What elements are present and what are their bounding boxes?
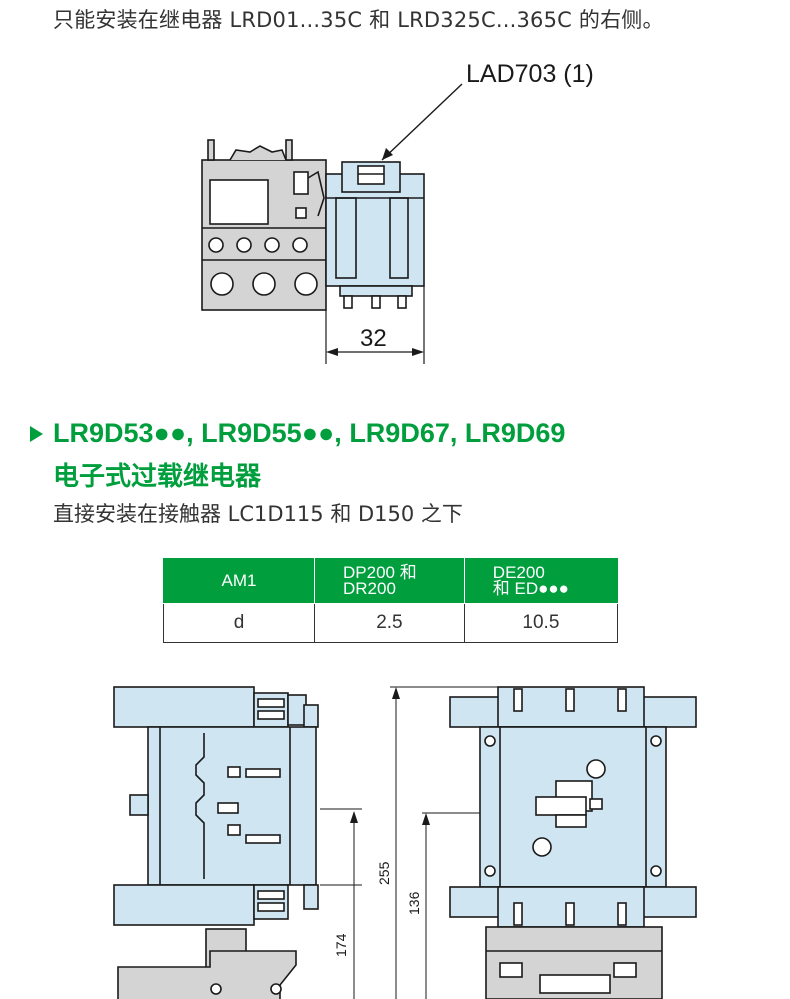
intro-text: 只能安装在继电器 LRD01...35C 和 LRD325C...365C 的右… xyxy=(53,8,664,32)
callout-label: LAD703 (1) xyxy=(466,60,594,88)
table-cell: 10.5 xyxy=(463,603,619,643)
section-subtitle: 电子式过载继电器 xyxy=(53,462,262,492)
lad703-mounting-figure: LAD703 (1) 32 xyxy=(201,60,594,364)
table-row: d 2.5 10.5 xyxy=(163,603,619,643)
dimension-136: 136 xyxy=(406,891,422,915)
table-cell: 2.5 xyxy=(314,603,465,643)
dimension-255: 255 xyxy=(376,861,392,885)
table-cell: d xyxy=(163,603,315,643)
section-title: LR9D53●●, LR9D55●●, LR9D67, LR9D69 xyxy=(53,418,566,448)
header-am1: AM1 xyxy=(163,558,315,604)
mounting-note: 直接安装在接触器 LC1D115 和 D150 之下 xyxy=(53,502,463,526)
dimension-174: 174 xyxy=(333,933,349,957)
dimension-32: 32 xyxy=(360,325,387,352)
contactor-relay-figure: 174 255 136 xyxy=(113,686,697,999)
triangle-bullet-icon xyxy=(30,426,43,442)
